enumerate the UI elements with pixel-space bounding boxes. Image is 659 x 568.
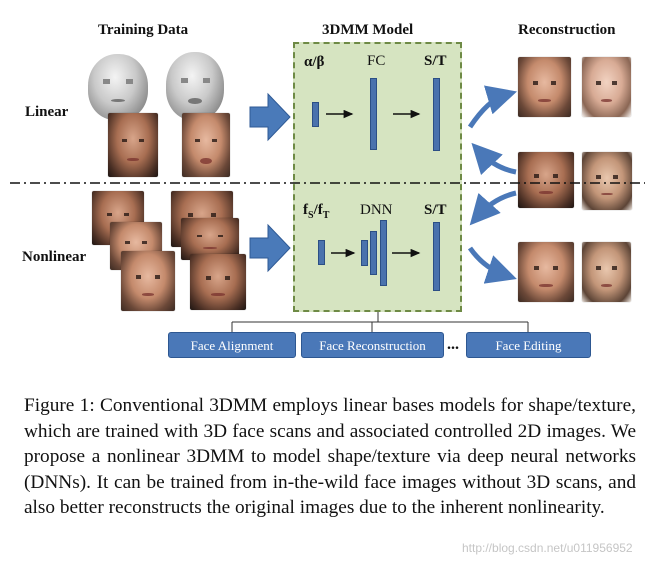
caption-label: Figure 1: [24,395,95,416]
face-scan-image-1 [88,54,148,120]
reconstruction-linear-1 [518,57,571,117]
label-fc: FC [367,53,386,69]
face-scan-image-2 [166,52,224,120]
tag-face-editing: Face Editing [466,332,591,358]
block-arrow-linear [249,92,291,142]
row-label-linear: Linear [25,104,69,120]
nonlinear-output-bar [433,222,440,291]
header-reconstruction: Reconstruction [518,22,616,38]
reconstruction-nonlinear-1 [518,242,574,302]
watermark: http://blog.csdn.net/u011956952 [462,541,633,555]
caption-text: Conventional 3DMM employs linear bases m… [24,395,636,519]
reconstruction-nonlinear-2 [582,242,631,302]
nonlinear-input-bar [318,240,325,265]
training-photo-wild-6 [190,254,246,310]
figure: Training Data 3DMM Model Reconstruction … [10,22,645,358]
tag-face-alignment: Face Alignment [168,332,296,358]
header-training-data: Training Data [98,22,189,38]
tag-face-reconstruction: Face Reconstruction [301,332,444,358]
curved-arrow-input-to-nonlinear [469,190,517,226]
figure-caption: Figure 1: Conventional 3DMM employs line… [24,393,636,521]
reconstruction-linear-2 [582,57,631,117]
label-dnn: DNN [360,202,393,218]
label-st-nonlinear: S/T [424,202,447,218]
input-face-1 [518,152,574,208]
diagram-overlay [10,85,645,332]
linear-output-bar [433,78,440,151]
curved-arrow-to-linear-output [467,85,517,129]
curved-arrow-input-to-linear [471,142,517,176]
dnn-layer-2 [370,231,377,275]
label-st-linear: S/T [424,53,447,69]
curved-arrow-to-nonlinear-output [467,246,517,284]
training-photo-linear-2 [182,113,230,177]
input-face-2 [582,152,632,210]
training-photo-linear-1 [108,113,158,177]
linear-fc-bar [370,78,377,150]
training-photo-wild-5 [121,251,175,311]
training-photo-wild-4 [181,218,239,260]
header-3dmm-model: 3DMM Model [322,22,414,38]
dnn-layer-1 [361,240,368,266]
dnn-layer-3 [380,220,387,286]
label-fs-ft: fS/fT [303,202,330,221]
linear-input-bar [312,102,319,127]
label-alpha-beta: α/β [304,54,325,70]
tag-ellipsis: ... [447,336,459,353]
row-label-nonlinear: Nonlinear [22,249,87,265]
block-arrow-nonlinear [249,223,291,273]
